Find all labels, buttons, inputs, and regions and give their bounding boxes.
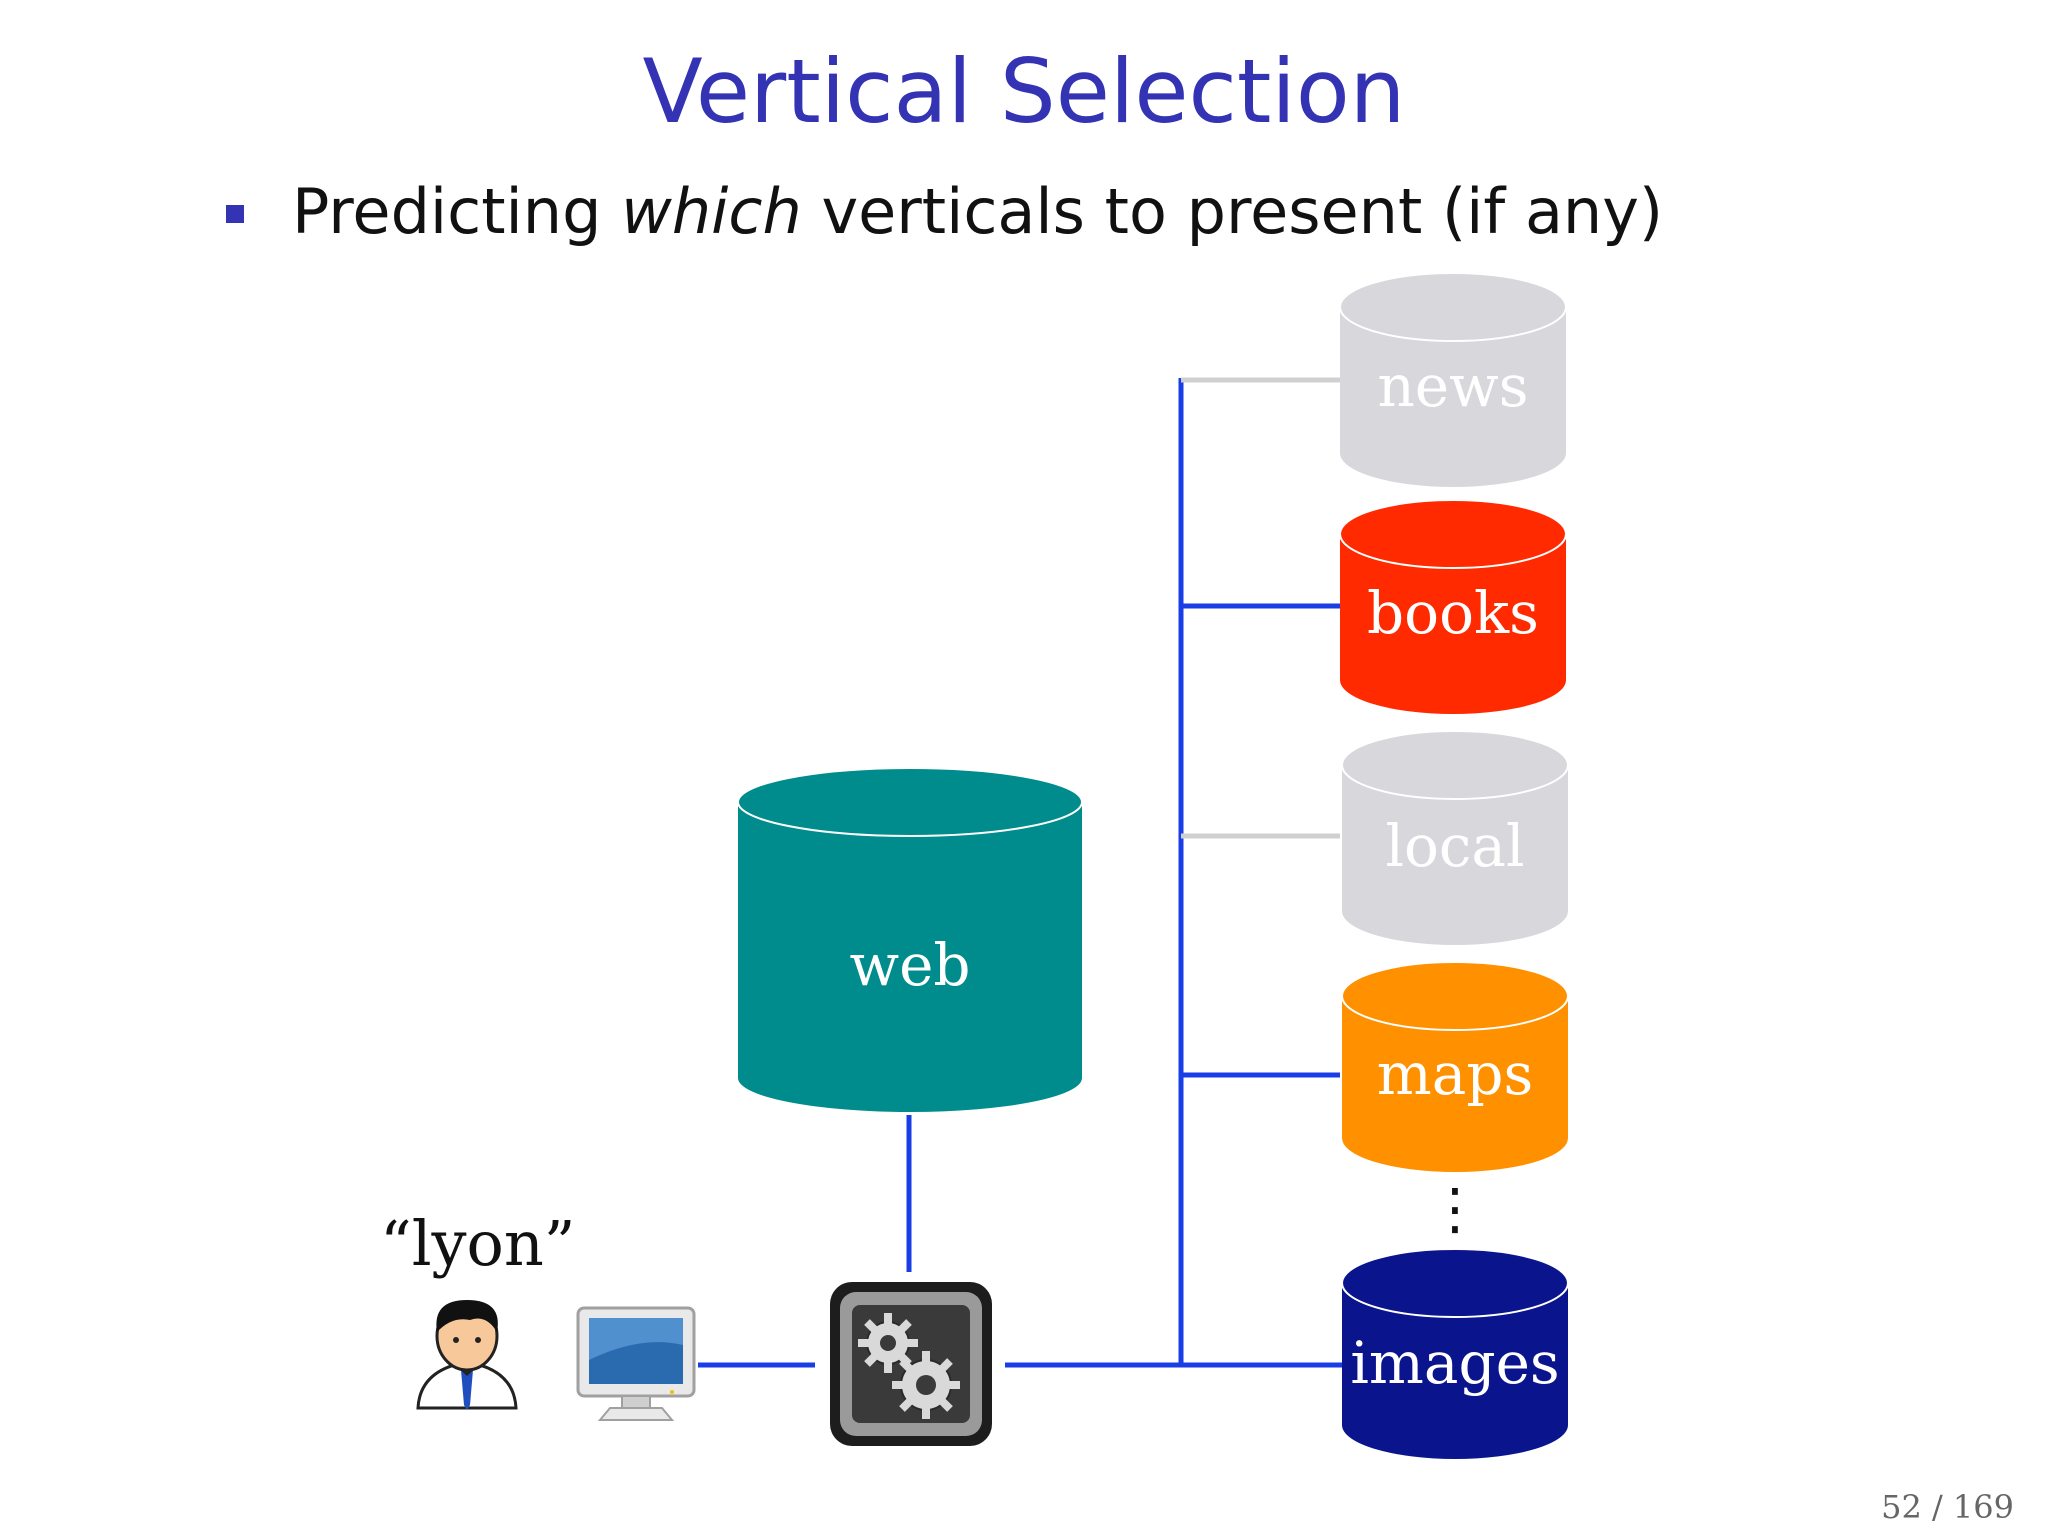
vertical-label-images: images [1350, 1329, 1559, 1397]
bullet-emphasis: which [621, 175, 802, 248]
bullet-marker [226, 205, 244, 223]
bullet-text: Predicting which verticals to present (i… [292, 175, 1664, 248]
vertical-ellipsis: ⋮ [1427, 1177, 1483, 1242]
vertical-label-maps: maps [1377, 1040, 1533, 1108]
slide-title: Vertical Selection [642, 40, 1406, 143]
vertical-label-books: books [1367, 579, 1539, 647]
vertical-db-images: images [1341, 1248, 1569, 1459]
web-db-label: web [849, 931, 970, 999]
user-icon [416, 1300, 518, 1410]
gears-icon [830, 1282, 992, 1446]
monitor-icon [576, 1306, 696, 1421]
connectors [698, 377, 1345, 1368]
vertical-db-maps: maps [1341, 961, 1569, 1172]
query-text: “lyon” [380, 1207, 576, 1280]
vertical-db-local: local [1341, 730, 1569, 945]
vertical-label-news: news [1377, 352, 1528, 420]
web-database: web [737, 767, 1083, 1112]
page-number: 52 / 169 [1881, 1488, 2014, 1526]
vertical-db-books: books [1339, 499, 1567, 714]
vertical-db-news: news [1339, 272, 1567, 487]
vertical-label-local: local [1385, 812, 1524, 880]
